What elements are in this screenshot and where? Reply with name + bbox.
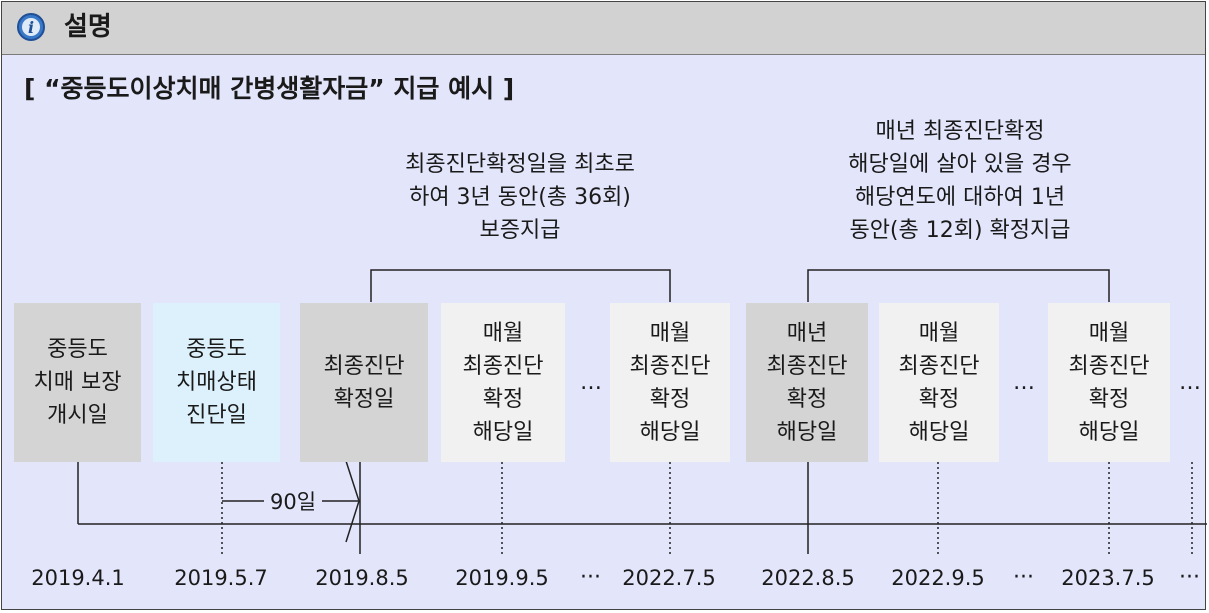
- date-ellipsis-2: ···: [1013, 565, 1034, 590]
- date-monthly-2: 2022.7.5: [622, 566, 716, 590]
- info-icon: i: [17, 13, 45, 41]
- date-diagnosis: 2019.5.7: [174, 566, 268, 590]
- box-monthly-anniversary-3: 매월 최종진단 확정 해당일: [879, 303, 999, 462]
- date-ellipsis-1: ···: [580, 565, 601, 590]
- example-title: [ “중등도이상치매 간병생활자금” 지급 예시 ]: [24, 74, 515, 103]
- svg-text:i: i: [28, 18, 34, 37]
- box-monthly-anniversary-4: 매월 최종진단 확정 해당일: [1048, 303, 1170, 462]
- header-title: 설명: [64, 12, 112, 42]
- confirmed-bracket: [807, 269, 1110, 302]
- box-monthly-anniversary-2: 매월 최종진단 확정 해당일: [610, 303, 730, 462]
- box-final-confirm-date: 최종진단 확정일: [300, 303, 428, 462]
- date-annual: 2022.8.5: [761, 566, 855, 590]
- ellipsis-1: …: [580, 370, 602, 395]
- header-bar: i 설명: [2, 2, 1205, 55]
- date-ellipsis-3: ···: [1179, 565, 1200, 590]
- ellipsis-2: …: [1013, 370, 1035, 395]
- date-monthly-1: 2019.9.5: [455, 566, 549, 590]
- ellipsis-3: …: [1179, 370, 1201, 395]
- date-monthly-3: 2022.9.5: [891, 566, 985, 590]
- date-monthly-4: 2023.7.5: [1061, 566, 1155, 590]
- box-annual-anniversary: 매년 최종진단 확정 해당일: [746, 303, 868, 462]
- confirmed-payment-note: 매년 최종진단확정 해당일에 살아 있을 경우 해당연도에 대하여 1년 동안(…: [848, 119, 1072, 243]
- ninety-day-arrowhead: [345, 460, 360, 543]
- box-monthly-anniversary-1: 매월 최종진단 확정 해당일: [441, 303, 565, 462]
- guaranteed-bracket: [370, 269, 671, 302]
- date-final-confirm: 2019.8.5: [315, 566, 409, 590]
- ninety-day-label: 90일: [264, 488, 323, 516]
- guaranteed-payment-note: 최종진단확정일을 최초로 하여 3년 동안(총 36회) 보증지급: [405, 152, 635, 243]
- box-diagnosis-date: 중등도 치매상태 진단일: [153, 303, 280, 462]
- box-coverage-start: 중등도 치매 보장 개시일: [14, 303, 141, 462]
- date-coverage-start: 2019.4.1: [31, 566, 125, 590]
